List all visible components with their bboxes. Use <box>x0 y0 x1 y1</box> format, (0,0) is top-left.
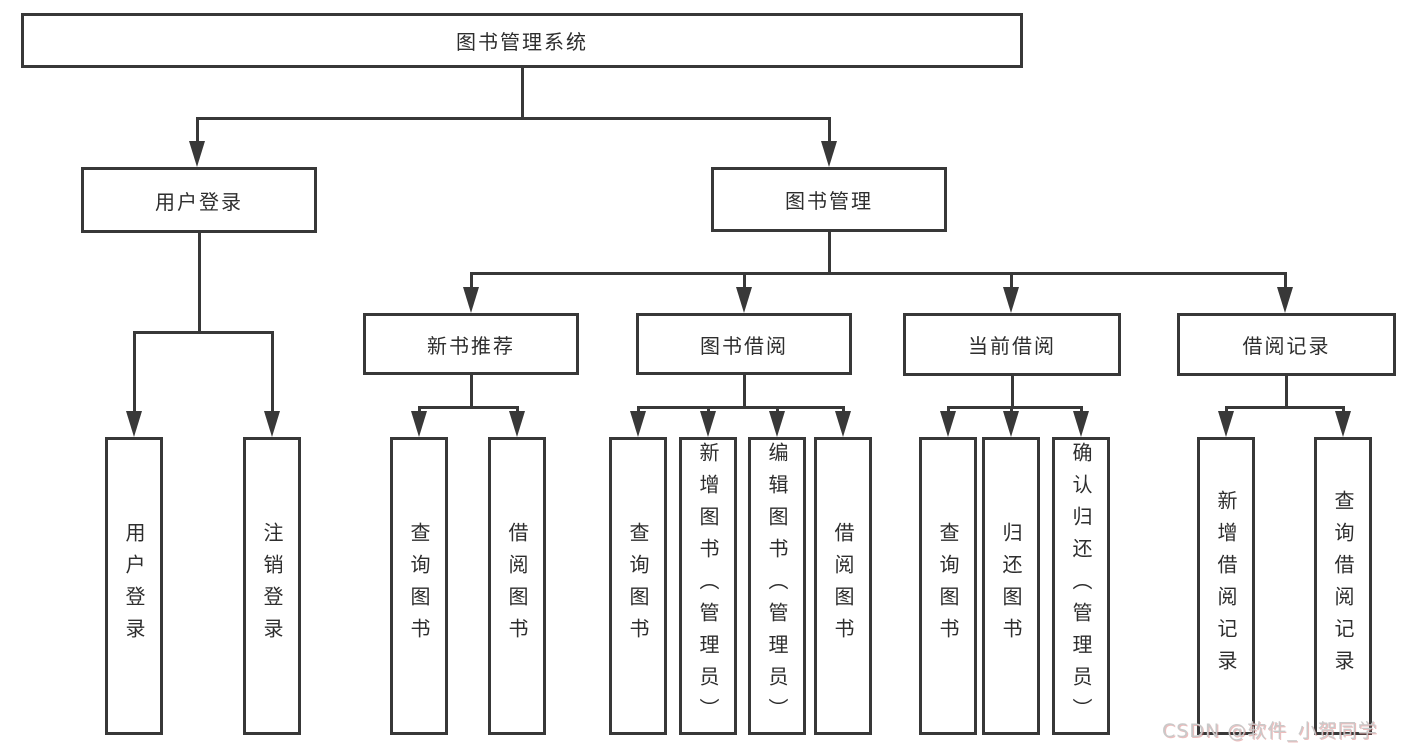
connector-drop <box>418 406 421 414</box>
node-book-borrow-label: 图书借阅 <box>700 333 788 358</box>
leaf-logout: 注销登录 <box>243 437 301 735</box>
arrowhead-icon <box>630 411 646 437</box>
leaf-current-confirm-return-label: 确认归还（管理员） <box>1069 442 1093 730</box>
leaf-newrec-borrow-book: 借阅图书 <box>488 437 546 735</box>
connector-book-mgmt-rail <box>470 272 1287 275</box>
connector-drop-leaf-logout <box>271 331 274 413</box>
arrowhead-icon <box>700 411 716 437</box>
connector-drop-user-login <box>196 117 199 143</box>
leaf-newrec-query-book-label: 查询图书 <box>407 522 431 650</box>
node-book-management: 图书管理 <box>711 167 947 232</box>
arrowhead-icon <box>769 411 785 437</box>
node-user-login-label: 用户登录 <box>155 189 243 214</box>
arrowhead-icon <box>1003 411 1019 437</box>
node-book-borrow: 图书借阅 <box>636 313 852 375</box>
leaf-record-add: 新增借阅记录 <box>1197 437 1255 735</box>
leaf-current-return-book-label: 归还图书 <box>999 522 1023 650</box>
connector-drop <box>776 406 779 414</box>
arrowhead-icon <box>509 411 525 437</box>
connector-borrow-record-stem <box>1285 376 1288 408</box>
arrowhead-icon <box>463 287 479 313</box>
connector-drop <box>1010 406 1013 414</box>
arrowhead-icon <box>411 411 427 437</box>
node-library-system: 图书管理系统 <box>21 13 1023 68</box>
connector-drop <box>516 406 519 414</box>
connector-drop <box>707 406 710 414</box>
connector-user-login-rail <box>133 331 274 334</box>
leaf-borrow-query-book-label: 查询图书 <box>626 522 650 650</box>
arrowhead-icon <box>264 411 280 437</box>
connector-current-borrow-stem <box>1011 376 1014 408</box>
node-new-book-recommend: 新书推荐 <box>363 313 579 375</box>
leaf-borrow-edit-book: 编辑图书（管理员） <box>748 437 806 735</box>
connector-new-book-stem <box>470 375 473 409</box>
connector-book-borrow-rail <box>637 406 845 409</box>
arrowhead-icon <box>126 411 142 437</box>
connector-drop <box>637 406 640 414</box>
leaf-borrow-add-book: 新增图书（管理员） <box>679 437 737 735</box>
leaf-borrow-borrow-book-label: 借阅图书 <box>831 522 855 650</box>
node-user-login: 用户登录 <box>81 167 317 233</box>
connector-root-rail <box>196 117 830 120</box>
leaf-borrow-borrow-book: 借阅图书 <box>814 437 872 735</box>
arrowhead-icon <box>1003 287 1019 313</box>
node-new-book-recommend-label: 新书推荐 <box>427 333 515 358</box>
connector-root-stem <box>521 68 524 120</box>
arrowhead-icon <box>940 411 956 437</box>
connector-drop-new-book <box>470 272 473 289</box>
leaf-user-login: 用户登录 <box>105 437 163 735</box>
arrowhead-icon <box>189 141 205 167</box>
leaf-record-query: 查询借阅记录 <box>1314 437 1372 735</box>
connector-drop-leaf-login <box>133 331 136 413</box>
arrowhead-icon <box>821 141 837 167</box>
connector-drop-book-borrow <box>743 272 746 289</box>
connector-drop <box>1080 406 1083 414</box>
leaf-current-query-book-label: 查询图书 <box>936 522 960 650</box>
leaf-logout-label: 注销登录 <box>260 522 284 650</box>
leaf-current-confirm-return: 确认归还（管理员） <box>1052 437 1110 735</box>
connector-new-book-rail <box>418 406 519 409</box>
leaf-borrow-edit-book-label: 编辑图书（管理员） <box>765 442 789 730</box>
connector-drop <box>1225 406 1228 414</box>
node-current-borrow: 当前借阅 <box>903 313 1121 376</box>
leaf-newrec-borrow-book-label: 借阅图书 <box>505 522 529 650</box>
connector-user-login-stem <box>198 233 201 334</box>
node-borrow-record-label: 借阅记录 <box>1242 334 1331 358</box>
leaf-borrow-query-book: 查询图书 <box>609 437 667 735</box>
node-borrow-record: 借阅记录 <box>1177 313 1396 376</box>
connector-drop <box>842 406 845 414</box>
connector-drop <box>1342 406 1345 414</box>
leaf-record-query-label: 查询借阅记录 <box>1331 490 1355 682</box>
connector-drop-current-borrow <box>1010 272 1013 289</box>
connector-drop-book-mgmt <box>828 117 831 143</box>
connector-current-borrow-rail <box>947 406 1083 409</box>
node-library-system-label: 图书管理系统 <box>456 30 588 54</box>
connector-drop-borrow-record <box>1284 272 1287 289</box>
leaf-newrec-query-book: 查询图书 <box>390 437 448 735</box>
watermark: CSDN @软件_小贺同学 <box>1162 720 1378 742</box>
leaf-current-query-book: 查询图书 <box>919 437 977 735</box>
arrowhead-icon <box>736 287 752 313</box>
leaf-record-add-label: 新增借阅记录 <box>1214 490 1238 682</box>
connector-book-mgmt-stem <box>828 232 831 275</box>
connector-borrow-record-rail <box>1225 406 1345 409</box>
arrowhead-icon <box>1277 287 1293 313</box>
node-book-management-label: 图书管理 <box>785 189 873 213</box>
leaf-current-return-book: 归还图书 <box>982 437 1040 735</box>
connector-drop <box>947 406 950 414</box>
leaf-borrow-add-book-label: 新增图书（管理员） <box>696 442 720 730</box>
arrowhead-icon <box>1335 411 1351 437</box>
connector-book-borrow-stem <box>743 375 746 409</box>
arrowhead-icon <box>1073 411 1089 437</box>
node-current-borrow-label: 当前借阅 <box>968 334 1056 358</box>
arrowhead-icon <box>835 411 851 437</box>
arrowhead-icon <box>1218 411 1234 437</box>
leaf-user-login-label: 用户登录 <box>122 522 146 650</box>
